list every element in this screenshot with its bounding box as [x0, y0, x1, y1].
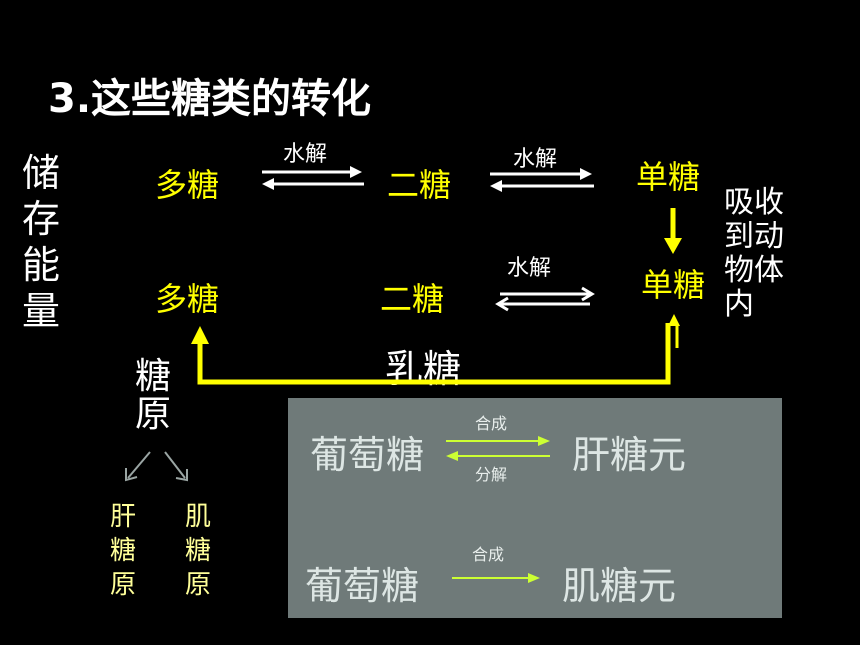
lactose-conversion-path [197, 323, 671, 385]
row1-hydrolysis-label-1: 水解 [283, 142, 328, 167]
row2-hydrolysis-label: 水解 [507, 256, 552, 281]
glucose-conversion-box [288, 398, 782, 618]
row2-polysaccharide: 多糖 [155, 280, 220, 318]
row2-reversible-arrow [495, 286, 595, 312]
box-glucose-2: 葡萄糖 [305, 564, 420, 608]
lactose-up-arrowhead-right [668, 314, 680, 326]
box-glucose-1: 葡萄糖 [310, 433, 425, 477]
muscle-glycogen-label: 肌糖原 [185, 502, 212, 600]
box-synthesis-arrow-1 [446, 436, 550, 446]
row1-polysaccharide: 多糖 [155, 166, 220, 204]
box-synthesis-arrow-2 [452, 573, 540, 583]
box-decomposition-arrow [446, 451, 550, 461]
row1-reversible-arrow-1 [262, 166, 364, 190]
box-synthesis-label-1: 合成 [475, 414, 508, 433]
box-liver-glycogen: 肝糖元 [572, 433, 687, 477]
box-synthesis-label-2: 合成 [472, 545, 505, 564]
absorb-down-arrow [664, 208, 682, 254]
box-decomposition-label: 分解 [475, 465, 508, 484]
row1-disaccharide: 二糖 [387, 166, 452, 204]
row2-monosaccharide: 单糖 [641, 266, 706, 304]
row2-disaccharide: 二糖 [380, 280, 445, 318]
liver-glycogen-label: 肝糖原 [110, 502, 137, 600]
absorb-into-animal-label: 吸收到动物体内 [724, 185, 784, 322]
lactose-up-arrowhead-left [191, 326, 209, 344]
row1-monosaccharide: 单糖 [636, 158, 701, 196]
page-title: 3.这些糖类的转化 [48, 76, 372, 122]
storage-energy-label: 储存能量 [22, 151, 61, 333]
box-muscle-glycogen: 肌糖元 [562, 564, 677, 608]
glycogen-branch-arrows [125, 451, 188, 482]
row1-reversible-arrow-2 [490, 168, 594, 192]
row1-hydrolysis-label-2: 水解 [513, 147, 558, 172]
glycogen-label: 糖原 [135, 356, 172, 435]
